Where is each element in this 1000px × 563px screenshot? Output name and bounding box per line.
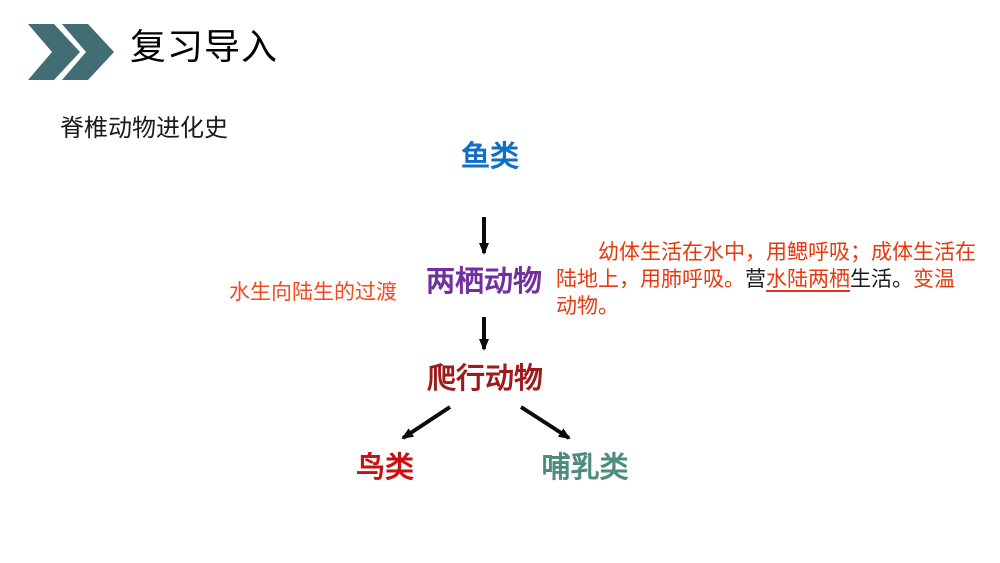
note-run: 动物。	[556, 295, 619, 318]
chevron-shape-1	[28, 24, 80, 80]
edge-reptile-to-mammal	[519, 405, 571, 440]
flow-node-amphibian: 两栖动物	[425, 266, 543, 298]
amphibian-note-line-3: 动物。	[556, 293, 992, 320]
chevron-shape-2	[62, 24, 114, 80]
amphibian-note: 幼体生活在水中，用鳃呼吸；成体生活在 陆地上，用肺呼吸。营水陆两栖生活。变温 动…	[556, 239, 992, 320]
aquatic-to-terrestrial-label: 水生向陆生的过渡	[229, 281, 397, 304]
slide-subtitle: 脊椎动物进化史	[60, 115, 228, 142]
flow-node-mammal: 哺乳类	[541, 452, 629, 484]
edge-reptile-to-bird	[401, 405, 452, 440]
note-run: 生活。	[850, 268, 913, 291]
flow-node-bird: 鸟类	[355, 452, 415, 484]
flow-node-reptile: 爬行动物	[426, 363, 544, 395]
note-run: 幼体生活在水中，用鳃呼吸；成体生活在	[598, 241, 976, 264]
note-run: 营	[745, 268, 766, 291]
note-run: 变温	[913, 268, 955, 291]
note-run: 陆地上，用肺呼吸。	[556, 268, 745, 291]
double-chevron-right-icon	[28, 24, 114, 80]
flow-node-fish: 鱼类	[460, 141, 520, 173]
page-title: 复习导入	[130, 26, 279, 67]
note-run-underlined: 水陆两栖	[766, 268, 850, 291]
amphibian-note-line-2: 陆地上，用肺呼吸。营水陆两栖生活。变温	[556, 266, 992, 293]
amphibian-note-line-1: 幼体生活在水中，用鳃呼吸；成体生活在	[556, 239, 992, 266]
